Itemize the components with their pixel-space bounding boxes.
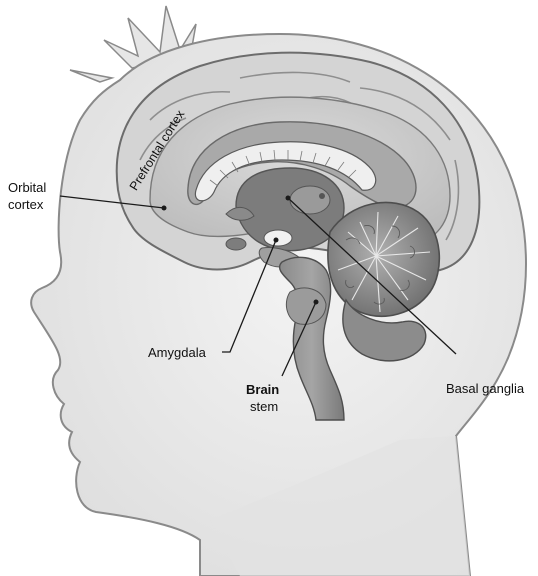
amygdala-shape	[264, 230, 292, 246]
label-orbital-cortex-line1: Orbital	[8, 180, 46, 196]
label-basal-ganglia: Basal ganglia	[446, 381, 524, 397]
optic-chiasm	[226, 238, 246, 250]
label-orbital-cortex-line2: cortex	[8, 197, 43, 213]
label-brain-stem-line1: Brain	[246, 382, 279, 398]
cerebellum	[328, 202, 439, 316]
label-brain-stem-line2: stem	[250, 399, 278, 415]
basal-ganglia-nucleus	[290, 186, 330, 214]
pineal-dot	[319, 193, 325, 199]
label-amygdala: Amygdala	[148, 345, 206, 361]
pons	[286, 288, 326, 324]
